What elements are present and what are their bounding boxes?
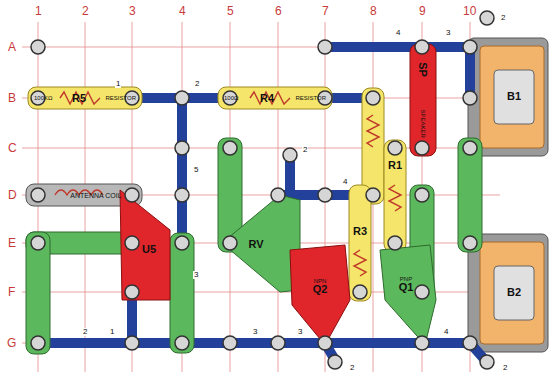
part-value: SPEAKER xyxy=(420,109,426,137)
resistor-label: 100Ω R4 RESISTOR xyxy=(220,88,330,108)
column-number: 6 xyxy=(275,5,282,17)
part-name: Q2 xyxy=(313,284,328,295)
adjustable-resistor-label: RV xyxy=(240,234,272,254)
coil-label: ANTENNA COIL xyxy=(52,185,140,205)
speaker-body xyxy=(410,44,436,156)
part-name: RV xyxy=(248,239,263,250)
part-name: B1 xyxy=(507,91,521,102)
transistor-label: PNPQ1 xyxy=(384,268,428,300)
part-name: U5 xyxy=(142,244,156,255)
callout-number: 4 xyxy=(395,29,401,37)
column-number: 10 xyxy=(463,5,476,17)
column-number: 8 xyxy=(370,5,377,17)
row-letter: B xyxy=(8,92,16,104)
part-name: Q1 xyxy=(399,282,414,293)
part-name: R5 xyxy=(72,93,86,104)
callout-number: 1 xyxy=(109,328,115,336)
callout-number: 4 xyxy=(342,178,348,186)
callout-number: 2 xyxy=(302,146,308,154)
part-value: 100KΩ xyxy=(34,95,53,101)
column-number: 5 xyxy=(227,5,234,17)
part-value: 100Ω xyxy=(224,95,239,101)
part-value: RESISTOR xyxy=(295,95,326,101)
battery-label: B1 xyxy=(499,84,529,108)
resistor-label: R3 xyxy=(350,222,370,240)
part-name: R4 xyxy=(260,93,274,104)
callout-number: 3 xyxy=(193,271,199,279)
capacitor-body xyxy=(26,138,482,354)
speaker-label: SP SPEAKER xyxy=(410,46,436,154)
row-letter: G xyxy=(7,337,16,349)
ic-label: U5 xyxy=(134,238,164,260)
callout-number: 2 xyxy=(500,14,506,22)
transistor-label: NPNQ2 xyxy=(298,270,342,302)
callout-number: 1 xyxy=(115,80,121,88)
callout-number: 2 xyxy=(502,364,508,372)
column-number: 9 xyxy=(419,5,426,17)
column-number: 3 xyxy=(129,5,136,17)
resistor-body xyxy=(28,87,406,301)
grid xyxy=(22,22,500,372)
rotated-label-group: SP SPEAKER xyxy=(410,46,436,154)
callout-number: 2 xyxy=(349,364,355,372)
callout-number: 3 xyxy=(252,328,258,336)
part-name: ANTENNA COIL xyxy=(70,192,121,199)
part-name: R3 xyxy=(353,226,367,237)
callout-number: 5 xyxy=(193,166,199,174)
row-letter: C xyxy=(8,142,17,154)
column-number: 1 xyxy=(35,5,42,17)
callout-number: 3 xyxy=(297,328,303,336)
callout-number: 4 xyxy=(443,328,449,336)
callout-number: 2 xyxy=(194,80,200,88)
column-number: 4 xyxy=(179,5,186,17)
snap xyxy=(31,11,494,369)
column-number: 7 xyxy=(322,5,329,17)
part-name: SP xyxy=(418,62,429,77)
part-value: RESISTOR xyxy=(105,95,136,101)
column-number: 2 xyxy=(82,5,89,17)
row-letter: F xyxy=(8,286,15,298)
resistor-label: 100KΩ R5 RESISTOR xyxy=(30,88,140,108)
callout-number: 2 xyxy=(82,328,88,336)
callout-number: 3 xyxy=(445,29,451,37)
row-letter: E xyxy=(8,237,16,249)
battery-label: B2 xyxy=(499,280,529,304)
transistor-body xyxy=(290,245,350,345)
ic-body xyxy=(120,190,170,300)
row-letter: D xyxy=(8,189,17,201)
row-letter: A xyxy=(8,41,16,53)
part-name: R1 xyxy=(388,160,402,171)
part-name: B2 xyxy=(507,287,521,298)
resistor-label: R1 xyxy=(385,156,405,174)
